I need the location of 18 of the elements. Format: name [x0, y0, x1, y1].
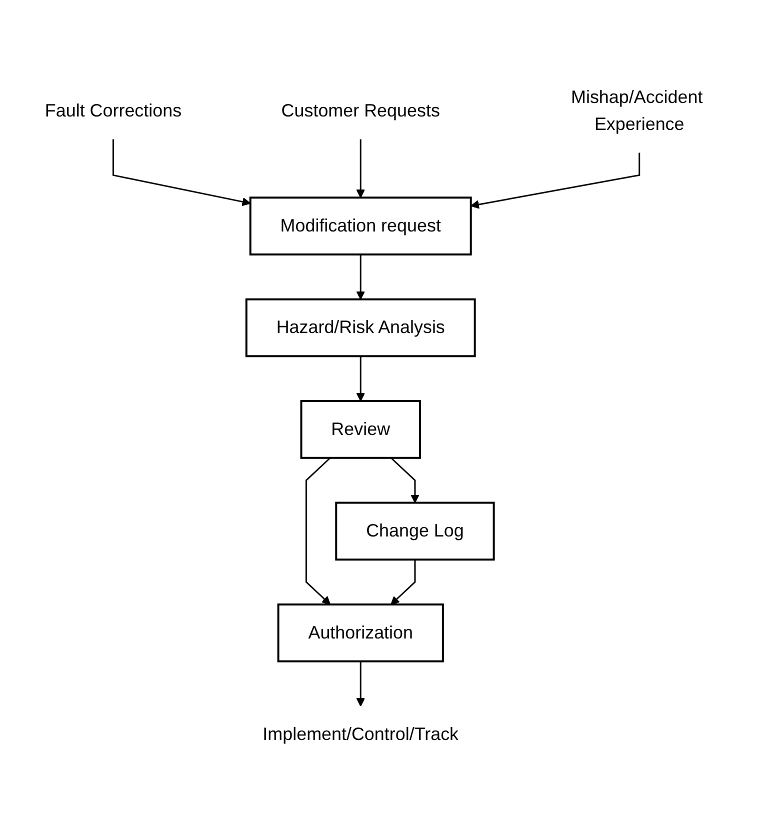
node-box: Authorization [277, 602, 444, 662]
node-text: Implement/Control/Track [262, 724, 459, 744]
arrow [306, 456, 331, 604]
node-box: Hazard/Risk Analysis [245, 298, 476, 357]
node-text: Customer Requests [281, 100, 440, 120]
node-text: Mishap/Accident Experience [571, 86, 703, 134]
arrow [112, 138, 251, 206]
arrow [390, 559, 416, 604]
arrow [470, 152, 640, 208]
node-text: Fault Corrections [44, 100, 182, 120]
node-box: Review [300, 400, 421, 458]
arrow [390, 456, 420, 503]
arrow [356, 138, 365, 198]
arrow [356, 254, 365, 300]
arrow [356, 356, 365, 401]
arrow [356, 660, 365, 706]
node-box: Change Log [335, 501, 495, 560]
node-box: Modification request [249, 196, 472, 255]
